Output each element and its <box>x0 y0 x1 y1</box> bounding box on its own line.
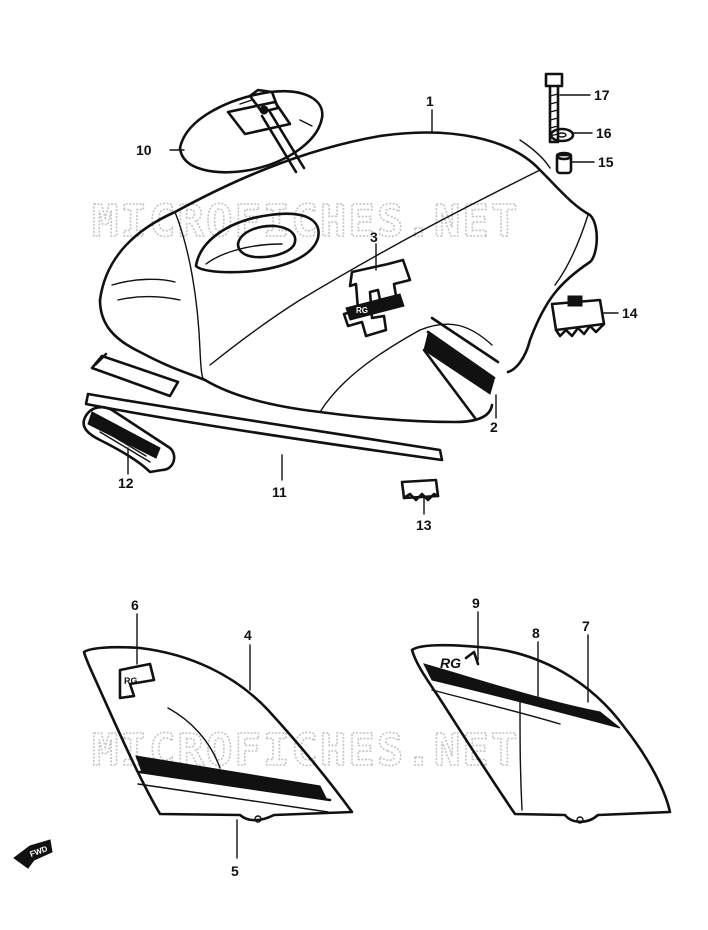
leader-lines <box>127 94 619 859</box>
right-cover-decal-text: RG <box>440 655 461 671</box>
right-frame-cover: RG <box>410 643 672 824</box>
callout-9: 9 <box>472 595 480 611</box>
callout-17: 17 <box>594 87 610 103</box>
tank-emblem-text: RG <box>356 306 368 315</box>
callout-13: 13 <box>416 517 432 533</box>
cushion-strip <box>90 352 180 398</box>
callout-3: 3 <box>370 229 378 245</box>
callout-10: 10 <box>136 142 152 158</box>
callouts: 1 2 3 4 5 6 7 8 9 10 11 12 13 14 15 16 1… <box>118 87 638 879</box>
watermark-top: MICROFICHES.NET <box>92 196 519 247</box>
callout-6: 6 <box>131 597 139 613</box>
bolt-17 <box>544 72 564 144</box>
left-cover-decal-text: RG <box>124 676 138 686</box>
fuel-cap-assembly <box>178 88 324 174</box>
strip-11 <box>84 392 444 462</box>
callout-5: 5 <box>231 863 239 879</box>
callout-4: 4 <box>244 627 252 643</box>
cushion-14 <box>550 295 606 338</box>
callout-16: 16 <box>596 125 612 141</box>
left-frame-cover: RG <box>82 645 354 823</box>
callout-15: 15 <box>598 154 614 170</box>
callout-1: 1 <box>426 93 434 109</box>
callout-2: 2 <box>490 419 498 435</box>
fuel-tank <box>98 131 599 424</box>
washer-16 <box>549 127 575 143</box>
cushion-15 <box>555 151 573 175</box>
callout-8: 8 <box>532 625 540 641</box>
callout-11: 11 <box>272 484 287 500</box>
forward-arrow-icon: FWD <box>13 839 53 869</box>
callout-7: 7 <box>582 618 590 634</box>
cushion-13 <box>400 478 440 502</box>
callout-12: 12 <box>118 475 134 491</box>
tank-emblem: RG <box>342 258 412 338</box>
callout-14: 14 <box>622 305 638 321</box>
